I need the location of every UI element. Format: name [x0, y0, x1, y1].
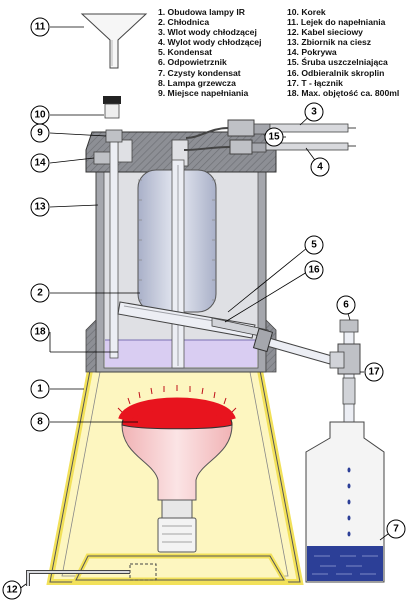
callout-11: 11 — [30, 17, 50, 37]
svg-text:9: 9 — [37, 128, 43, 139]
legend-item: 7. Czysty kondensat — [158, 67, 241, 78]
callout-16: 16 — [304, 260, 324, 280]
svg-text:5: 5 — [311, 240, 317, 251]
legend-item: 15. Śruba uszczelniająca — [287, 57, 388, 68]
legend-item: 11. Lejek do napełniania — [287, 17, 386, 28]
t-connector — [329, 319, 361, 461]
svg-text:17: 17 — [368, 367, 380, 378]
legend-item: 9. Miejsce napełniania — [158, 87, 249, 98]
legend-item: 2. Chłodnica — [158, 17, 210, 28]
svg-text:8: 8 — [37, 417, 43, 428]
svg-text:1: 1 — [37, 384, 43, 395]
legend-item: 3. Wlot wody chłodzącej — [158, 27, 257, 38]
svg-text:3: 3 — [311, 107, 317, 118]
svg-text:14: 14 — [34, 158, 46, 169]
svg-text:2: 2 — [37, 288, 43, 299]
legend-item: 14. Pokrywa — [287, 47, 337, 58]
condensate-outlet-pipe — [252, 327, 333, 365]
legend-item: 12. Kabel sieciowy — [287, 27, 363, 38]
svg-text:11: 11 — [35, 22, 46, 33]
callout-3: 3 — [304, 102, 324, 122]
legend-right-column: 10. Korek 11. Lejek do napełniania 12. K… — [287, 7, 399, 98]
callout-12: 12 — [2, 580, 22, 600]
legend-item: 16. Odbieralnik skroplin — [287, 67, 385, 78]
filling-funnel — [80, 13, 148, 69]
svg-text:15: 15 — [268, 132, 280, 143]
lid — [85, 131, 277, 173]
svg-text:7: 7 — [393, 524, 399, 535]
callout-4: 4 — [310, 157, 330, 177]
svg-text:18: 18 — [34, 327, 46, 338]
svg-text:4: 4 — [317, 162, 323, 173]
callout-6: 6 — [336, 295, 356, 315]
svg-text:16: 16 — [308, 265, 320, 276]
filling-tube — [105, 129, 123, 359]
legend-item: 13. Zbiornik na ciesz — [287, 37, 372, 48]
callout-15: 15 — [264, 127, 284, 147]
legend-item: 18. Max. objętość ca. 800ml — [287, 87, 400, 98]
legend-item: 4. Wylot wody chłodzącej — [158, 37, 262, 48]
legend-item: 1. Obudowa lampy IR — [158, 7, 245, 17]
callout-1: 1 — [30, 379, 50, 399]
callout-7: 7 — [386, 519, 406, 539]
legend-item: 17. T - łącznik — [287, 77, 343, 88]
legend-item: 5. Kondensat — [158, 47, 212, 58]
callout-18: 18 — [30, 322, 50, 342]
svg-text:12: 12 — [6, 585, 18, 596]
callout-10: 10 — [30, 105, 50, 125]
svg-text:13: 13 — [34, 202, 46, 213]
power-cable — [26, 563, 157, 586]
svg-text:10: 10 — [34, 110, 46, 121]
svg-text:6: 6 — [343, 300, 349, 311]
callout-14: 14 — [30, 153, 50, 173]
callout-2: 2 — [30, 283, 50, 303]
legend-item: 8. Lampa grzewcza — [158, 77, 236, 88]
heating-lamp — [117, 385, 237, 553]
condensate-receiver — [117, 301, 271, 339]
callout-9: 9 — [30, 123, 50, 143]
callout-17: 17 — [364, 362, 384, 382]
callout-5: 5 — [304, 235, 324, 255]
condensate-bottle — [305, 421, 385, 583]
callout-8: 8 — [30, 412, 50, 432]
legend-item: 10. Korek — [287, 7, 326, 17]
legend-left-column: 1. Obudowa lampy IR 2. Chłodnica 3. Wlot… — [158, 7, 261, 98]
cap — [103, 96, 121, 119]
callout-13: 13 — [30, 197, 50, 217]
legend-item: 6. Odpowietrznik — [158, 57, 227, 68]
